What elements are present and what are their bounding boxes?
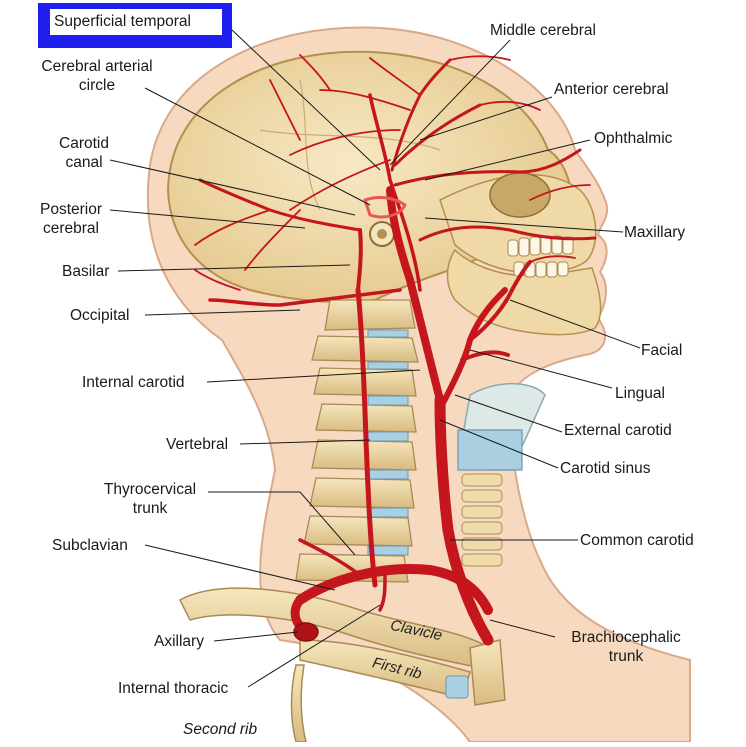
label-posterior-cerebral: Posterior cerebral [39,201,103,237]
label-anterior-cerebral: Anterior cerebral [554,81,669,98]
label-external-carotid: External carotid [564,422,672,439]
label-ophthalmic: Ophthalmic [594,130,673,147]
label-carotid-sinus: Carotid sinus [560,460,651,477]
label-vertebral: Vertebral [166,436,229,453]
label-facial: Facial [641,342,683,359]
highlight-box-inner [50,9,222,35]
label-lingual: Lingual [615,385,665,402]
label-axillary: Axillary [154,633,204,650]
label-brachiocephalic-trunk: Brachiocephalic trunk [571,629,681,665]
label-thyrocervical-trunk: Thyrocervical trunk [103,481,197,517]
cervical-spine [295,299,419,583]
label-carotid-canal: Carotid canal [59,135,109,171]
label-basilar: Basilar [62,263,110,280]
label-superficial-temporal: Superficial temporal [54,13,191,30]
label-internal-carotid: Internal carotid [82,374,185,391]
label-occipital: Occipital [70,307,130,324]
label-second-rib: Second rib [183,721,258,738]
label-common-carotid: Common carotid [580,532,694,549]
label-subclavian: Subclavian [52,537,128,554]
label-cerebral-arterial-circle: Cerebral arterial circle [41,58,153,94]
arteries [194,54,597,646]
leader-lines [109,29,641,688]
label-middle-cerebral: Middle cerebral [490,22,596,39]
ribs-clavicle [179,587,506,743]
label-internal-thoracic: Internal thoracic [118,680,229,697]
trachea [457,383,546,567]
label-maxillary: Maxillary [624,224,686,241]
